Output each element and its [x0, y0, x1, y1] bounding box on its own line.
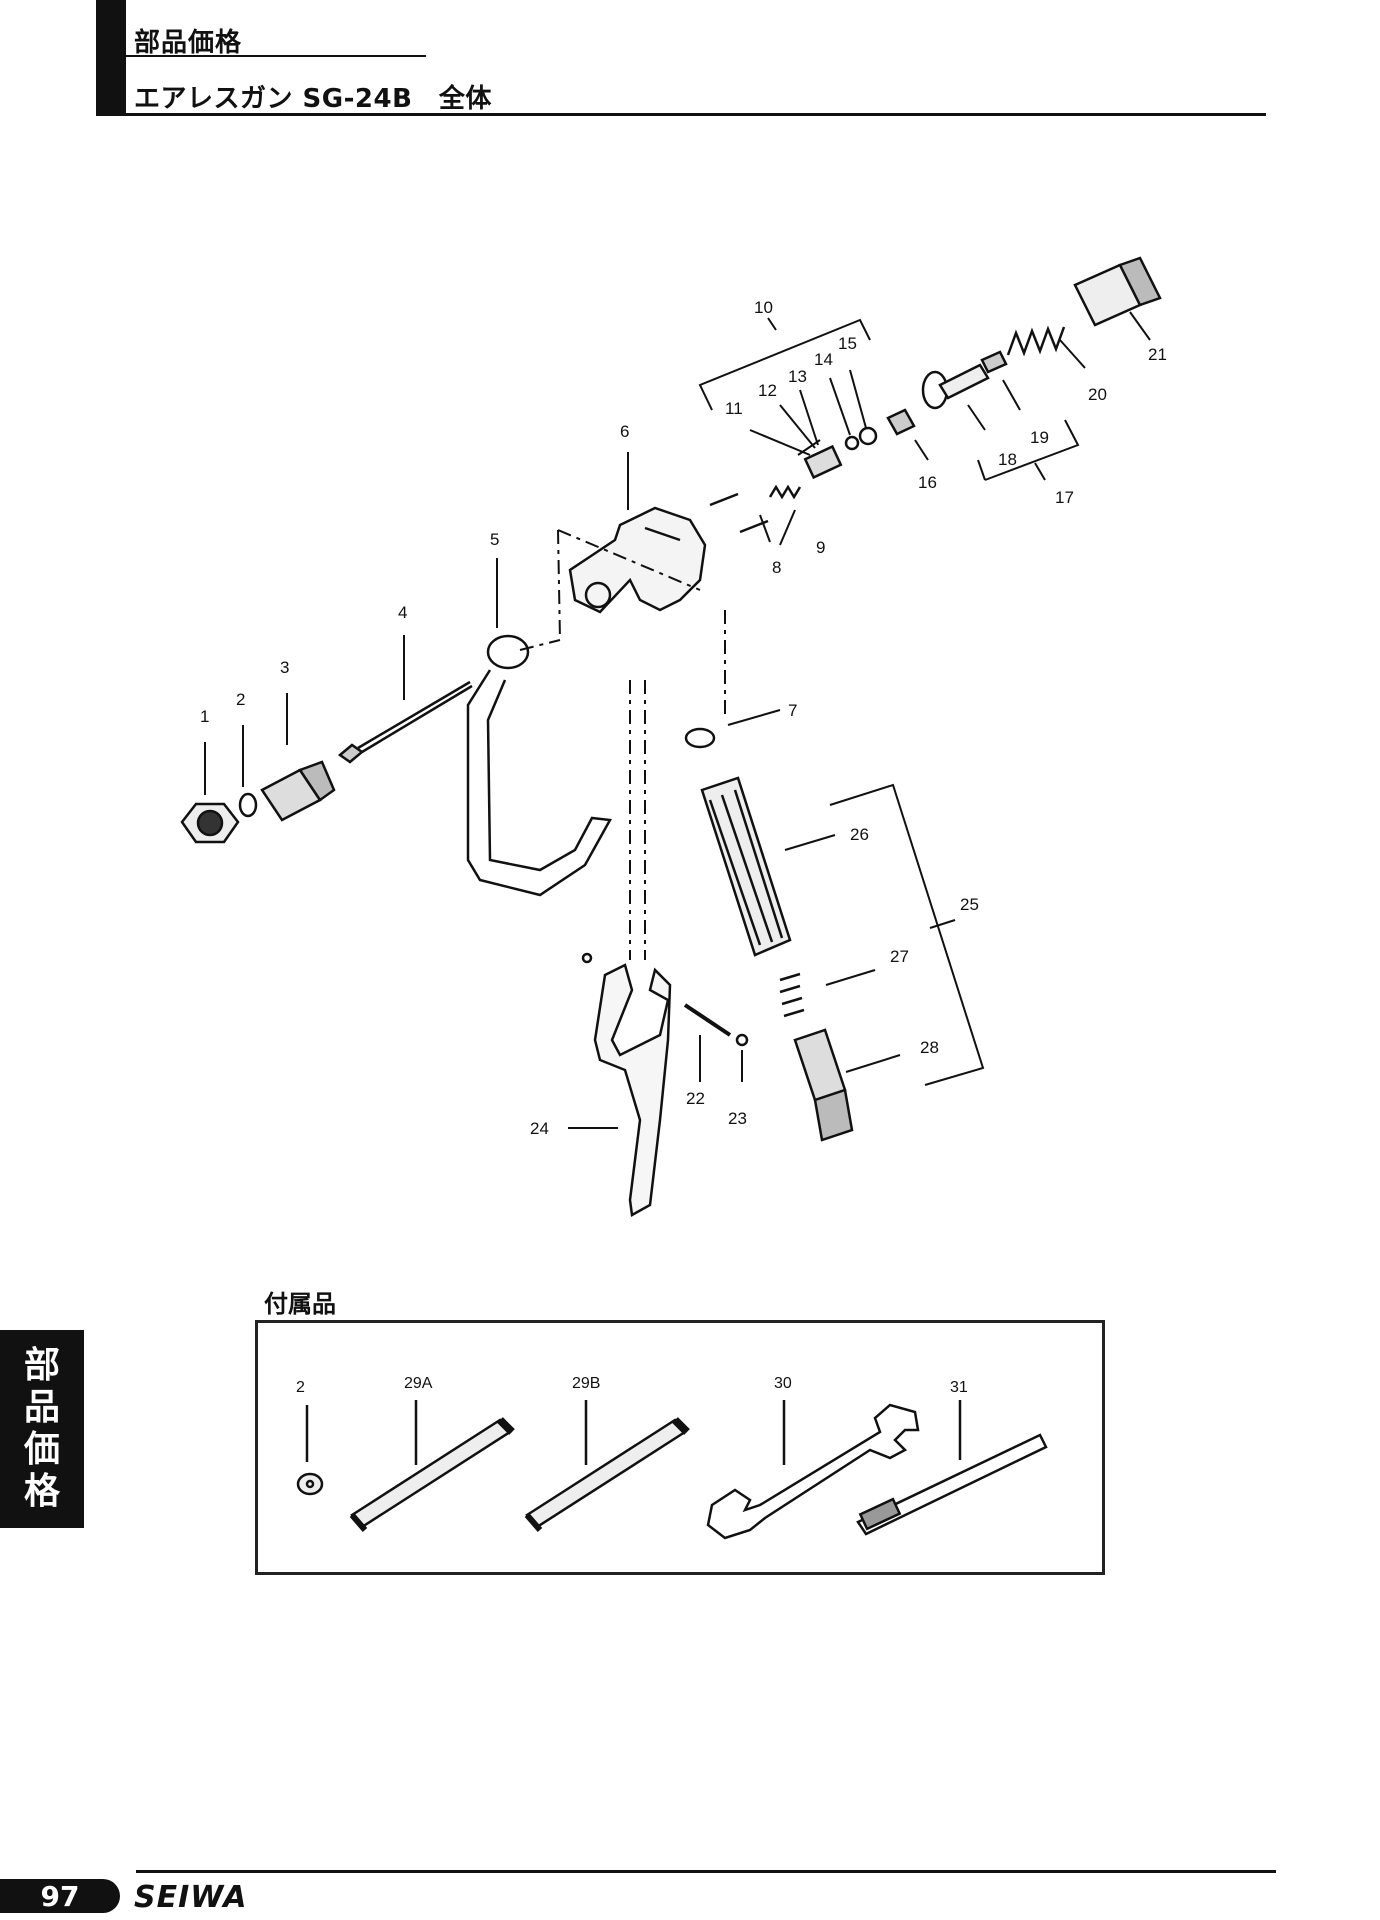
accessories-box	[255, 1320, 1105, 1575]
label-5: 5	[490, 530, 499, 549]
label-10: 10	[754, 298, 773, 317]
part-needle-rod-icon	[337, 680, 473, 764]
part-guard-ring-icon	[486, 634, 530, 670]
label-23: 23	[728, 1109, 747, 1128]
label-25: 25	[960, 895, 979, 914]
brush-icon	[856, 1433, 1048, 1536]
footer-divider	[136, 1870, 1276, 1873]
part-ring-icon	[858, 426, 878, 446]
label-9: 9	[816, 538, 825, 557]
part-seat-icon	[803, 444, 843, 480]
header-bar	[96, 0, 126, 116]
label-7: 7	[788, 701, 797, 720]
label-11: 11	[725, 399, 743, 418]
page-number: 97	[0, 1879, 120, 1913]
side-index-tab: 部 品 価 格	[0, 1330, 84, 1528]
label-21: 21	[1148, 345, 1167, 364]
filter-29a-icon	[349, 1417, 515, 1532]
label-1: 1	[200, 707, 209, 726]
section-title: 部品価格	[134, 28, 243, 58]
acc-label-29b: 29B	[572, 1375, 600, 1392]
header-divider-short	[126, 55, 426, 57]
washer-icon	[296, 1472, 324, 1496]
part-ball-icon	[844, 435, 860, 451]
part-clip-icon	[581, 952, 593, 964]
part-swivel-icon	[793, 1028, 854, 1142]
part-pin-icon	[709, 492, 739, 507]
part-washer-icon	[238, 792, 258, 818]
label-27: 27	[890, 947, 909, 966]
part-fitting-icon	[260, 760, 336, 822]
brand-logo: SEIWA	[134, 1880, 248, 1915]
label-15: 15	[838, 334, 857, 353]
acc-label-29a: 29A	[404, 1375, 433, 1392]
label-13: 13	[788, 367, 807, 386]
part-handle-icon	[700, 776, 792, 957]
part-spring-icon	[768, 484, 802, 500]
label-20: 20	[1088, 385, 1107, 404]
label-6: 6	[620, 422, 629, 441]
label-17: 17	[1055, 488, 1074, 507]
part-spring-large-icon	[1006, 325, 1066, 357]
part-gasket-icon	[684, 727, 716, 749]
part-cap-icon	[1073, 256, 1162, 327]
label-26: 26	[850, 825, 869, 844]
label-14: 14	[814, 350, 833, 369]
acc-label-2: 2	[296, 1379, 305, 1396]
accessories-title: 付属品	[264, 1290, 336, 1318]
label-2: 2	[236, 690, 245, 709]
label-12: 12	[758, 381, 777, 400]
wrench-icon	[706, 1403, 920, 1540]
label-22: 22	[686, 1089, 705, 1108]
part-trigger-guard-icon	[466, 669, 613, 897]
part-valve-icon	[886, 408, 916, 436]
acc-label-30: 30	[774, 1375, 792, 1392]
label-18: 18	[998, 450, 1017, 469]
label-16: 16	[918, 473, 937, 492]
part-trigger-pin-icon	[683, 1003, 732, 1037]
part-piston-icon	[921, 350, 1008, 410]
acc-label-31: 31	[950, 1379, 968, 1396]
part-trigger-icon	[593, 963, 672, 1217]
header-divider-long	[126, 113, 1266, 116]
filter-29b-icon	[524, 1417, 690, 1532]
part-filter-spring-icon	[779, 972, 805, 1018]
label-3: 3	[280, 658, 289, 677]
label-19: 19	[1030, 428, 1049, 447]
label-24: 24	[530, 1119, 549, 1138]
part-gun-body-icon	[568, 506, 707, 614]
side-tab-char: 格	[23, 1471, 60, 1512]
label-4: 4	[398, 603, 407, 622]
side-tab-char: 品	[23, 1387, 60, 1428]
side-tab-char: 部	[23, 1345, 60, 1386]
page-title: エアレスガン SG-24B 全体	[134, 84, 492, 114]
label-28: 28	[920, 1038, 939, 1057]
side-tab-char: 価	[23, 1429, 60, 1470]
label-8: 8	[772, 558, 781, 577]
part-nut-icon	[180, 802, 240, 844]
part-clip-icon	[735, 1033, 749, 1047]
